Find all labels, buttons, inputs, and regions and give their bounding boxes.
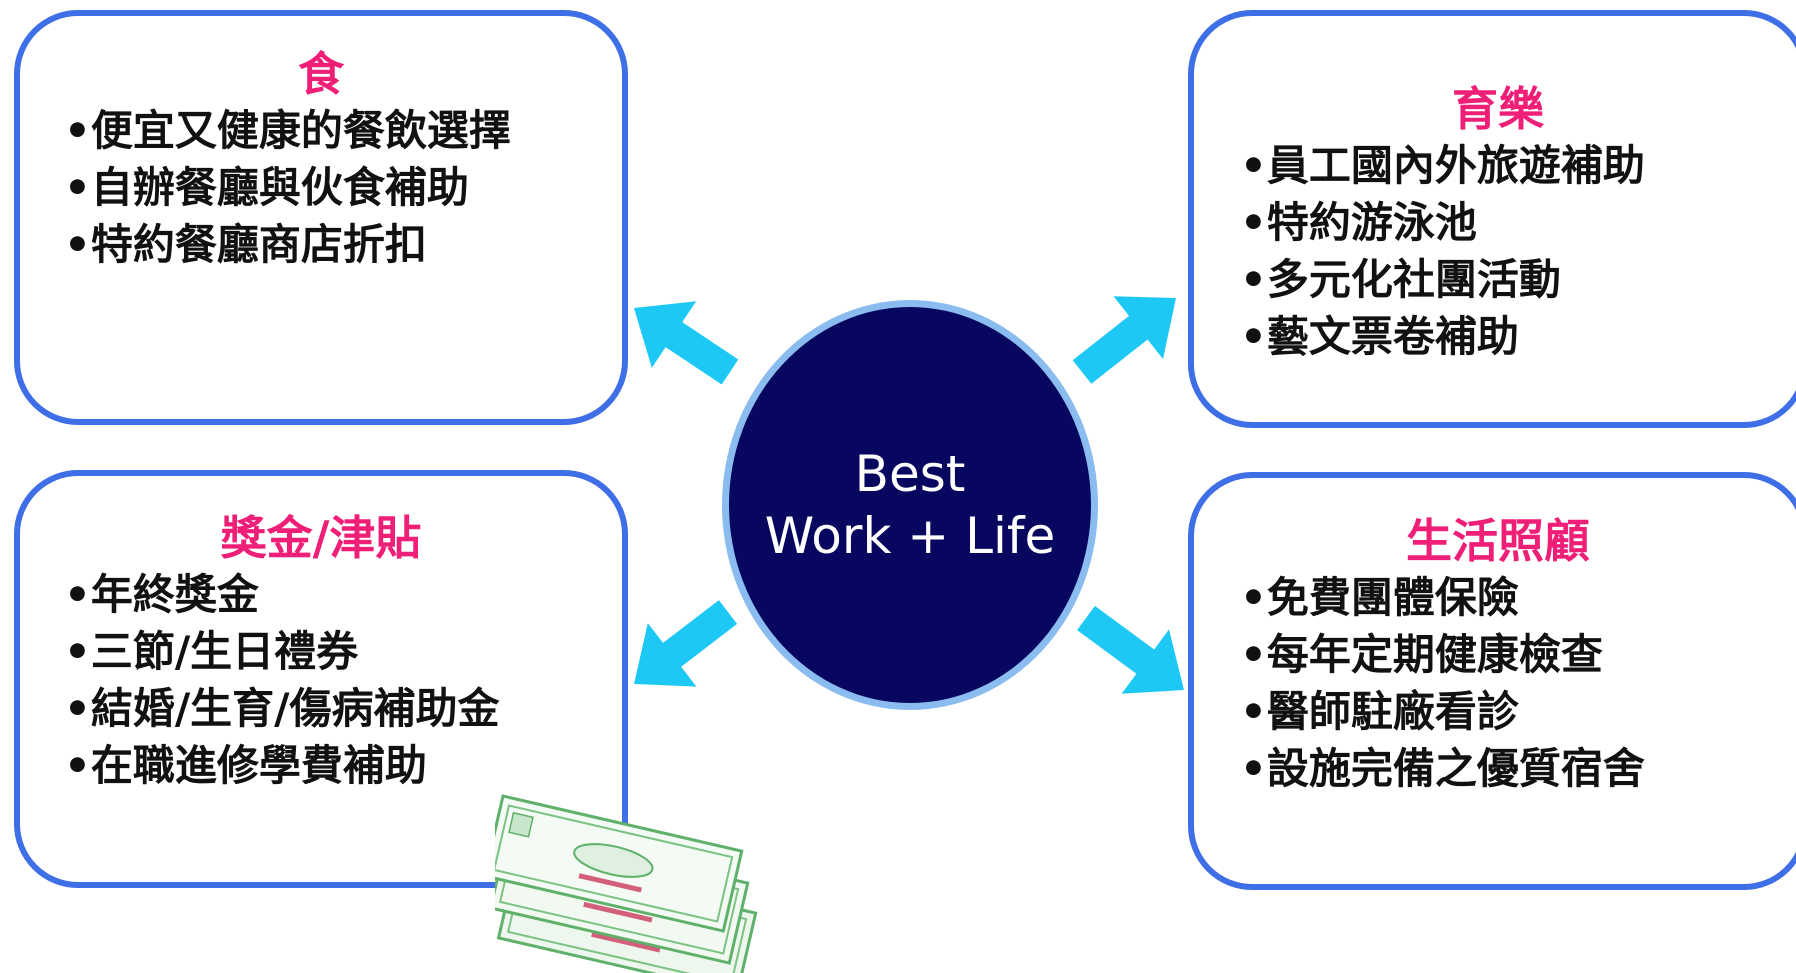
recreation-item: •員工國內外旅遊補助 bbox=[1240, 141, 1645, 190]
food-list: •便宜又健康的餐飲選擇 •自辦餐廳與伙食補助 •特約餐廳商店折扣 bbox=[20, 102, 622, 273]
recreation-item: •多元化社團活動 bbox=[1240, 255, 1561, 304]
voucher-stack-icon bbox=[495, 794, 758, 973]
recreation-item: •特約游泳池 bbox=[1240, 198, 1477, 247]
arrow-down-left-icon bbox=[634, 600, 738, 687]
life-care-item: •設施完備之優質宿舍 bbox=[1240, 744, 1645, 793]
bonus-list: •年終獎金 •三節/生日禮券 •結婚/生育/傷病補助金 •在職進修學費補助 bbox=[20, 566, 622, 794]
food-item: •特約餐廳商店折扣 bbox=[64, 220, 427, 269]
recreation-box: 育樂 •員工國內外旅遊補助 •特約游泳池 •多元化社團活動 •藝文票卷補助 bbox=[1188, 10, 1796, 428]
center-line-1: Best bbox=[854, 445, 966, 503]
bonus-title: 獎金/津貼 bbox=[220, 511, 422, 565]
bonus-item: •在職進修學費補助 bbox=[64, 741, 427, 790]
arrow-down-right-icon bbox=[1077, 605, 1184, 694]
life-care-title: 生活照顧 bbox=[1406, 514, 1590, 568]
recreation-list: •員工國內外旅遊補助 •特約游泳池 •多元化社團活動 •藝文票卷補助 bbox=[1194, 137, 1796, 365]
life-care-item: •免費團體保險 bbox=[1240, 573, 1519, 622]
food-title: 食 bbox=[298, 47, 344, 101]
bonus-item: •年終獎金 bbox=[64, 570, 259, 619]
life-care-item: •醫師駐廠看診 bbox=[1240, 687, 1519, 736]
recreation-title: 育樂 bbox=[1452, 82, 1544, 136]
life-care-box: 生活照顧 •免費團體保險 •每年定期健康檢查 •醫師駐廠看診 •設施完備之優質宿… bbox=[1188, 472, 1796, 890]
food-item: •自辦餐廳與伙食補助 bbox=[64, 163, 469, 212]
bonus-item: •三節/生日禮券 bbox=[64, 627, 359, 676]
arrow-up-right-icon bbox=[1072, 296, 1176, 384]
food-box: 食 •便宜又健康的餐飲選擇 •自辦餐廳與伙食補助 •特約餐廳商店折扣 bbox=[14, 10, 628, 425]
life-care-item: •每年定期健康檢查 bbox=[1240, 630, 1603, 679]
center-circle: Best Work + Life bbox=[722, 300, 1098, 710]
arrow-up-left-icon bbox=[634, 301, 739, 385]
voucher-image bbox=[495, 794, 758, 973]
recreation-item: •藝文票卷補助 bbox=[1240, 312, 1519, 361]
bonus-item: •結婚/生育/傷病補助金 bbox=[64, 684, 500, 733]
food-item: •便宜又健康的餐飲選擇 bbox=[64, 106, 511, 155]
life-care-list: •免費團體保險 •每年定期健康檢查 •醫師駐廠看診 •設施完備之優質宿舍 bbox=[1194, 569, 1796, 797]
center-line-2: Work + Life bbox=[764, 507, 1056, 565]
